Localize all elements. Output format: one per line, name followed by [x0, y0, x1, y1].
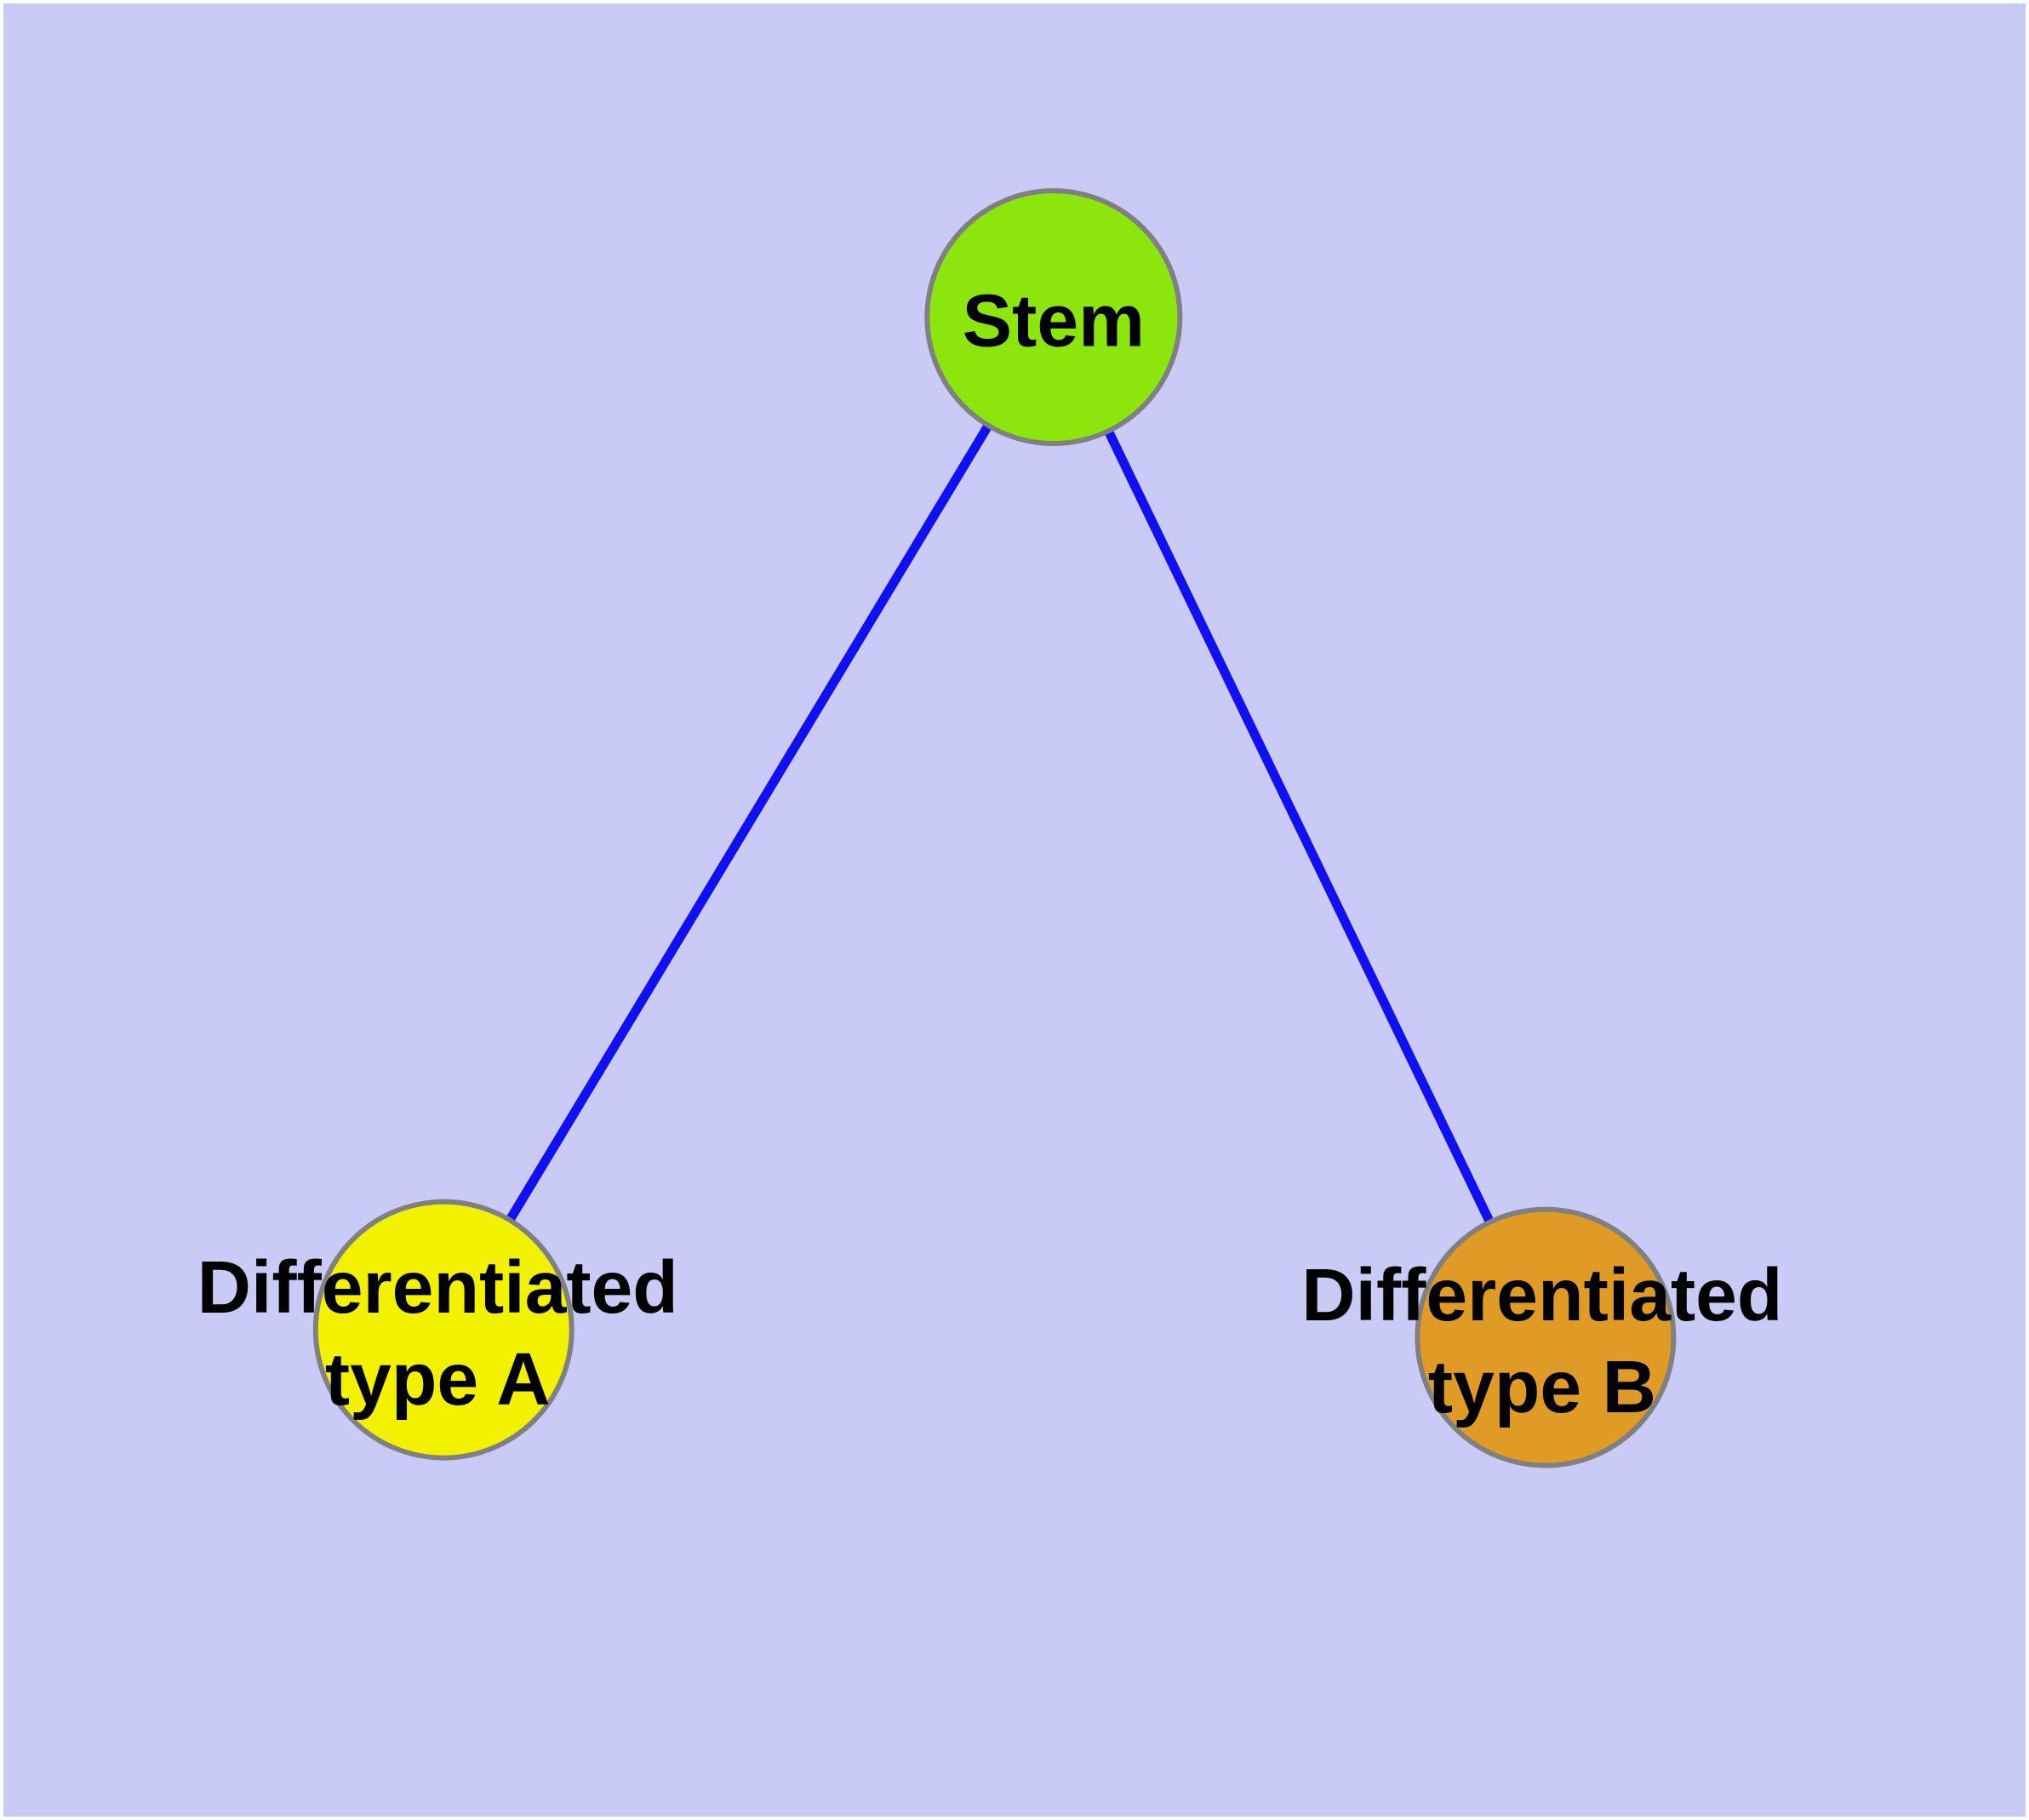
node-differentiated-type-b[interactable]	[1415, 1206, 1677, 1468]
node-stem-label: Stem	[963, 279, 1145, 363]
edge-stem-to-type-a	[439, 314, 1058, 1332]
graph-svg: Stem Differentiated type A Differentiate…	[197, 188, 1783, 1468]
node-differentiated-type-a[interactable]	[312, 1199, 574, 1461]
node-type-b-label-line2: type B	[1428, 1345, 1656, 1428]
node-type-a-label-line2: type A	[325, 1337, 551, 1421]
node-stem[interactable]	[924, 188, 1183, 447]
edge-stem-to-type-b	[1049, 315, 1550, 1340]
node-type-b-label-line1: Differentiated	[1301, 1253, 1782, 1336]
node-type-a-label-line1: Differentiated	[197, 1245, 678, 1329]
